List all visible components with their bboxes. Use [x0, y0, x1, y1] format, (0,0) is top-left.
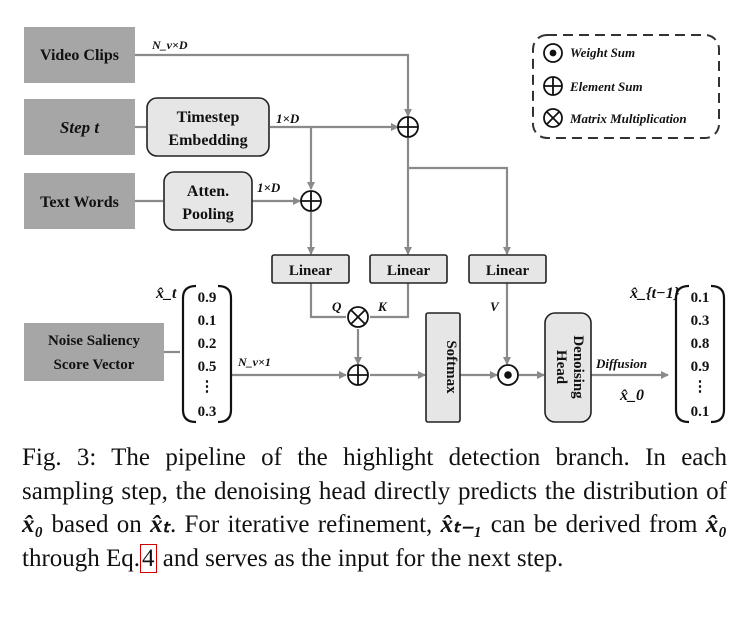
video-clips-box: Video Clips: [24, 27, 135, 83]
legend-element-sum-label: Element Sum: [569, 79, 643, 94]
x-t-minus-1-label: x̂_{t−1}: [629, 285, 680, 302]
caption-math-x0: x̂₀: [22, 511, 44, 538]
linear-v-box: Linear: [468, 254, 547, 284]
caption-math-x0: x̂₀: [705, 511, 728, 538]
text-dim-label: 1×D: [257, 180, 281, 195]
denoising-head-line1: Denoising: [570, 335, 586, 399]
timestep-dim-label: 1×D: [276, 111, 300, 126]
video-dim-label: N_v×D: [151, 38, 188, 52]
softmax-label: Softmax: [443, 340, 459, 394]
x-t-minus-1-value: 0.8: [691, 336, 710, 352]
noise-dim-label: N_v×1: [237, 355, 271, 369]
caption-text: based on: [43, 511, 151, 538]
noise-label-line2: Score Vector: [54, 357, 135, 373]
linear-q-label: Linear: [289, 263, 333, 279]
x-t-value: 0.5: [198, 359, 217, 375]
x-t-label: x̂_t: [155, 285, 177, 302]
step-t-label: Step t: [60, 118, 100, 137]
x-t-value: 0.2: [198, 336, 217, 352]
q-label: Q: [332, 299, 342, 314]
x-t-minus-1-value: 0.1: [691, 404, 710, 420]
linear-k-label: Linear: [387, 263, 431, 279]
caption-math-xt: x̂ₜ: [150, 511, 170, 538]
caption-text: through Eq.: [22, 544, 141, 572]
atten-pooling-box: Atten. Pooling: [163, 171, 253, 231]
text-words-box: Text Words: [24, 173, 135, 229]
linear-v-label: Linear: [486, 263, 530, 279]
noise-saliency-box: Noise Saliency Score Vector: [24, 323, 164, 381]
v-label: V: [490, 299, 500, 314]
linear-k-box: Linear: [369, 254, 448, 284]
pipeline-diagram: Video Clips Step t Text Words Noise Sali…: [24, 27, 726, 424]
x-t-value: ⋮: [200, 379, 215, 395]
connections: [135, 53, 669, 379]
text-words-label: Text Words: [40, 194, 119, 211]
weight-sum-op: [497, 364, 519, 386]
timestep-embedding-box: Timestep Embedding: [146, 97, 270, 157]
matrix-multiplication-op: [347, 306, 369, 328]
x-t-minus-1-value: 0.3: [691, 313, 710, 329]
x-t-minus-1-vector: x̂_{t−1} 0.1 0.3 0.8 0.9 ⋮ 0.1: [629, 284, 726, 424]
timestep-embedding-line2: Embedding: [168, 132, 247, 149]
legend-element-sum-icon: [543, 76, 563, 96]
diffusion-label: Diffusion: [595, 356, 647, 371]
legend-matrix-mul-icon: [543, 108, 563, 128]
element-sum-top: [397, 116, 419, 138]
caption-text: . For iterative refinement,: [169, 511, 441, 538]
element-sum-noise: [347, 364, 369, 386]
step-t-box: Step t: [24, 99, 135, 155]
equation-reference-link[interactable]: 4: [140, 543, 157, 573]
linear-q-box: Linear: [271, 254, 350, 284]
denoising-head-line2: Head: [553, 350, 569, 385]
x-t-value: 0.1: [198, 313, 217, 329]
x-t-value: 0.9: [198, 290, 217, 306]
figure-caption: Fig. 3: The pipeline of the highlight de…: [22, 441, 727, 575]
legend-weight-sum-icon: [543, 43, 563, 63]
k-label: K: [377, 299, 388, 314]
x-t-minus-1-value: ⋮: [693, 379, 708, 395]
denoising-head-box: Denoising Head: [544, 312, 592, 423]
caption-text: Fig. 3: The pipeline of the highlight de…: [22, 444, 727, 505]
x-t-minus-1-value: 0.9: [691, 359, 710, 375]
legend-matrix-mul-label: Matrix Multiplication: [569, 111, 687, 126]
atten-pooling-line2: Pooling: [182, 206, 234, 223]
element-sum-text: [300, 190, 322, 212]
caption-text: and serves as the input for the next ste…: [156, 544, 564, 572]
atten-pooling-line1: Atten.: [187, 183, 229, 200]
legend: Weight Sum Element Sum Matrix Multiplica…: [532, 34, 720, 139]
noise-label-line1: Noise Saliency: [48, 333, 141, 349]
video-clips-label: Video Clips: [40, 47, 119, 64]
x-t-minus-1-value: 0.1: [691, 290, 710, 306]
caption-text: can be derived from: [482, 511, 706, 538]
timestep-embedding-line1: Timestep: [177, 109, 240, 126]
x-t-vector: x̂_t 0.9 0.1 0.2 0.5 ⋮ 0.3: [155, 284, 233, 424]
softmax-box: Softmax: [425, 312, 461, 423]
x-0-label: x̂_0: [619, 387, 644, 404]
x-t-value: 0.3: [198, 404, 217, 420]
caption-math-xtm1: x̂ₜ₋₁: [440, 511, 483, 538]
legend-weight-sum-label: Weight Sum: [570, 45, 635, 60]
